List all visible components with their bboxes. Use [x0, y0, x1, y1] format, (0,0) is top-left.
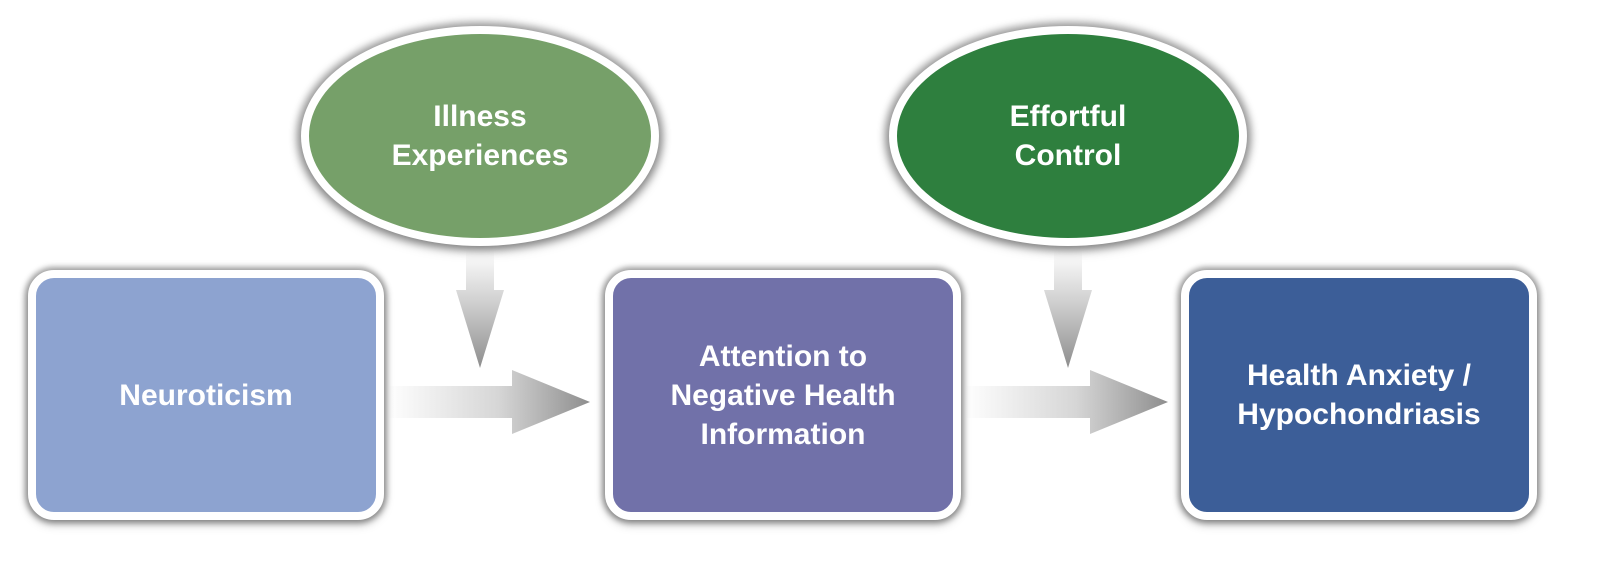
neuroticism-label: Neuroticism [119, 378, 293, 412]
health-anxiety-node: Health Anxiety / Hypochondriasis [1181, 270, 1537, 520]
illness-experiences-label: Illness Experiences [391, 100, 569, 172]
attention-node: Attention to Negative Health Information [605, 270, 961, 520]
effortful-control-label: Effortful Control [1009, 100, 1127, 172]
health-anxiety-label: Health Anxiety / Hypochondriasis [1237, 359, 1481, 431]
arrow-neuroticism-to-attention [386, 370, 590, 434]
effortful-control-node: Effortful Control [889, 26, 1247, 246]
neuroticism-node: Neuroticism [28, 270, 384, 520]
arrow-attention-to-health-anxiety [963, 370, 1168, 434]
arrow-illness-down [456, 250, 504, 368]
illness-experiences-node: Illness Experiences [301, 26, 659, 246]
attention-label: Attention to Negative Health Information [670, 339, 896, 451]
arrow-effortful-down [1044, 250, 1092, 368]
